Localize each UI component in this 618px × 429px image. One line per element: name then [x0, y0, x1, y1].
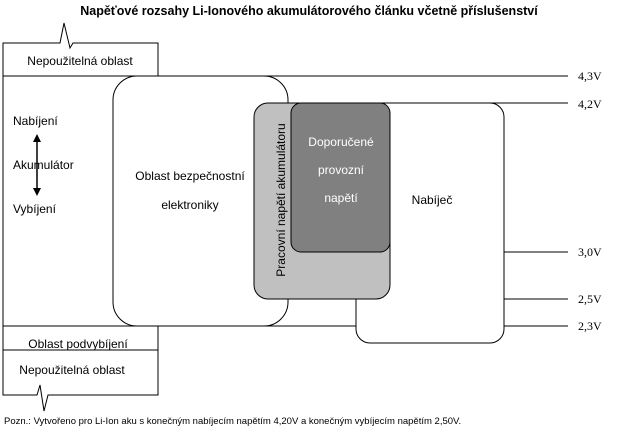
charger-label: Nabíječ: [412, 193, 453, 207]
unusable-top-label: Nepoužitelná oblast: [27, 54, 133, 68]
voltage-label-2-3: 2,3V: [578, 319, 602, 333]
voltage-label-2-5: 2,5V: [578, 292, 602, 306]
recommended-voltage-label-2: provozní: [318, 163, 365, 177]
double-arrow-icon: [33, 134, 41, 196]
recommended-voltage-label-1: Doporučené: [308, 135, 374, 149]
accumulator-label: Akumulátor: [13, 158, 74, 172]
voltage-label-4-3: 4,3V: [578, 69, 602, 83]
recommended-voltage-label-3: napětí: [324, 191, 358, 205]
working-voltage-label: Pracovní napětí akumulátoru: [274, 123, 288, 276]
safety-electronics-label-2: elektroniky: [161, 198, 218, 212]
undervoltage-label: Oblast podvybíjení: [28, 337, 128, 351]
unusable-bottom-label: Nepoužitelná oblast: [19, 363, 125, 377]
undervoltage-box: [2, 325, 159, 351]
recommended-voltage-box: [290, 102, 391, 253]
diagram-title: Napěťové rozsahy Li-Ionového akumulátoro…: [80, 4, 538, 18]
charging-label: Nabíjení: [13, 114, 58, 128]
unusable-top-frame: [2, 22, 159, 76]
safety-electronics-label-1: Oblast bezpečnostní: [135, 169, 245, 183]
unusable-bottom-frame: [2, 350, 159, 412]
discharging-label: Vybíjení: [13, 202, 57, 216]
voltage-label-4-2: 4,2V: [578, 97, 602, 111]
voltage-label-3-0: 3,0V: [578, 245, 602, 259]
footnote: Pozn.: Vytvořeno pro Li-Ion aku s konečn…: [4, 416, 461, 427]
